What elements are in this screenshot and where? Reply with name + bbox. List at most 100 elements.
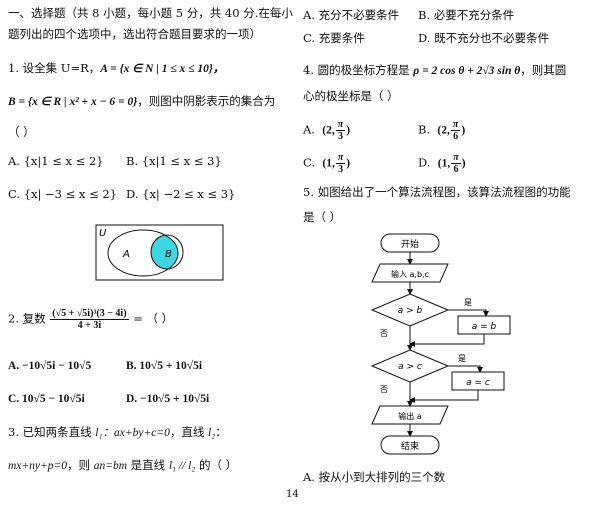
- flowchart-end: [380, 435, 440, 455]
- q1-option-a: A. {x|1 ≤ x ≤ 2}: [8, 154, 104, 168]
- flowchart-end-label: 结束: [401, 440, 419, 452]
- q3-mid: ，直线: [169, 425, 208, 439]
- q4-opt-c-close: ): [346, 157, 351, 170]
- q3-mid2: ，则: [67, 458, 94, 472]
- q4-opt-d-label: D.: [418, 155, 431, 170]
- flowchart-output: [371, 405, 449, 425]
- q3-end: ：: [215, 425, 227, 439]
- q1-option-d: D. {x| −2 ≤ x ≤ 3}: [126, 187, 236, 201]
- q4-opt-b-left: (2,: [437, 124, 450, 137]
- section-header-line2: 题列出的四个选项中，选出符合题目要求的一项）: [8, 27, 261, 41]
- q4-opt-a-close: ): [346, 124, 351, 137]
- flowchart-condition-2-label: a > c: [398, 362, 422, 372]
- flowchart-input-label: 输入 a,b,c: [391, 269, 429, 279]
- q5-option-a: A. 按从小到大排列的三个数: [303, 470, 446, 484]
- q3-option-d: D. 既不充分也不必要条件: [418, 31, 550, 45]
- q2-option-a: A. −10√5i − 10√5: [8, 360, 92, 372]
- algorithm-flowchart: 开始 输入 a,b,c a > b 是 a = b 否 a > c 是 a = …: [370, 233, 511, 455]
- q2-numerator: (√5 + √5i)³(3 − 4i): [50, 308, 129, 320]
- flowchart-no-1: 否: [380, 329, 388, 338]
- venn-circle-a: [107, 229, 179, 277]
- venn-circle-b: [150, 234, 184, 270]
- q1-option-c: C. {x| −3 ≤ x ≤ 2}: [8, 187, 117, 201]
- q2-denominator: 4 + 3i: [77, 320, 102, 331]
- question-5-line1: 5. 如图给出了一个算法流程图，该算法流程图的功能: [303, 185, 571, 199]
- flowchart-condition-1-label: a > b: [398, 306, 423, 316]
- flowchart-start-label: 开始: [401, 238, 419, 250]
- q1-prefix: 1. 设全集 U=R，: [8, 61, 101, 75]
- q2-option-b: B. 10√5 + 10√5i: [126, 360, 203, 372]
- flowchart-output-label: 输出 a: [398, 411, 422, 421]
- q4-opt-c-left: (1,: [322, 157, 335, 170]
- venn-label-u: U: [99, 228, 107, 239]
- q1-set-b: B = {x ∈ R | x² + x − 6 = 0}: [8, 96, 138, 108]
- q1-option-b: B. {x|1 ≤ x ≤ 3}: [126, 154, 222, 168]
- flowchart-assign-2-label: a = c: [466, 378, 490, 388]
- flowchart-arrow: [448, 365, 483, 373]
- q4-opt-d-left: (1,: [437, 157, 451, 170]
- question-4-line2: 心的极坐标是（ ）: [303, 89, 399, 103]
- q4-opt-a-pi: π: [335, 119, 346, 131]
- q4-opt-b-close: ): [461, 124, 466, 137]
- q3-line-l2: l₂: [208, 427, 216, 439]
- question-1-line2: B = {x ∈ R | x² + x − 6 = 0}，则图中阴影表示的集合为: [8, 94, 275, 109]
- q4-opt-c-den: 3: [338, 164, 344, 175]
- q1-paren: （ ）: [8, 125, 35, 139]
- question-3-line2: mx+ny+p=0，则 an=bm 是直线 l₁ // l₂ 的（ ）: [8, 458, 237, 473]
- question-2-line: 2. 复数 (√5 + √5i)³(3 − 4i) 4 + 3i = （ ）: [8, 308, 173, 331]
- q4-prefix: 4. 圆的极坐标方程是: [303, 63, 414, 77]
- flowchart-input: [371, 263, 449, 283]
- q3-paren: 的（ ）: [195, 458, 238, 472]
- q4-opt-b-den: 6: [453, 131, 459, 142]
- q1-set-a: A = {x ∈ N | 1 ≤ x ≤ 10}，: [100, 63, 225, 75]
- q2-fraction: (√5 + √5i)³(3 − 4i) 4 + 3i: [50, 308, 129, 331]
- q3-parallel: l₁ // l₂: [168, 460, 196, 472]
- q3-option-b: B. 必要不充分条件: [418, 8, 515, 22]
- q4-opt-d-close: ): [461, 157, 466, 170]
- q3-eq: mx+ny+p=0: [8, 460, 68, 472]
- q4-equation: ρ = 2 cos θ + 2√3 sin θ: [413, 65, 521, 77]
- q4-opt-b-label: B.: [418, 122, 431, 137]
- q2-option-d: D. −10√5 + 10√5i: [126, 393, 210, 405]
- page-number: 14: [286, 489, 299, 500]
- q3-option-c: C. 充要条件: [303, 31, 365, 45]
- q4-opt-c-label: C.: [303, 155, 316, 170]
- q4-suffix: ，则其圆: [520, 63, 567, 77]
- venn-label-a: A: [122, 249, 130, 260]
- q4-opt-a-den: 3: [337, 131, 343, 142]
- question-1-line1: 1. 设全集 U=R，A = {x ∈ N | 1 ≤ x ≤ 10}，: [8, 61, 224, 76]
- q4-opt-a-left: (2,: [322, 124, 335, 137]
- q4-opt-a-label: A.: [303, 122, 315, 137]
- q4-opt-d-den: 6: [453, 164, 459, 175]
- flowchart-assign-1-label: a = b: [472, 322, 497, 332]
- q3-cond: an=bm: [93, 460, 128, 472]
- q3-line-l1: l₁：ax+by+c=0: [95, 427, 170, 439]
- venn-label-b: B: [165, 249, 172, 260]
- q3-text: 是直线: [127, 458, 169, 472]
- section-header-line1: 一、选择题（共 8 小题，每小题 5 分，共 40 分.在每小: [8, 6, 293, 20]
- flowchart-yes-2: 是: [458, 354, 466, 363]
- flowchart-arrow: [409, 334, 485, 347]
- question-5-line2: 是（ ）: [303, 210, 342, 224]
- venn-diagram: U A B: [95, 224, 224, 281]
- q4-opt-c-pi: π: [335, 152, 346, 164]
- q2-suffix: = （ ）: [133, 311, 174, 326]
- question-3-line1: 3. 已知两条直线 l₁：ax+by+c=0，直线 l₂：: [8, 425, 227, 440]
- q1-suffix: ，则图中阴影表示的集合为: [137, 94, 276, 108]
- q4-opt-b-pi: π: [450, 119, 461, 131]
- q3-option-a: A. 充分不必要条件: [303, 8, 400, 22]
- q2-option-c: C. 10√5 − 10√5i: [8, 393, 85, 405]
- flowchart-no-2: 否: [380, 385, 388, 394]
- flowchart-yes-1: 是: [464, 298, 472, 307]
- q4-opt-d-pi: π: [451, 152, 461, 164]
- q3-prefix: 3. 已知两条直线: [8, 425, 96, 439]
- q2-prefix: 2. 复数: [8, 311, 46, 326]
